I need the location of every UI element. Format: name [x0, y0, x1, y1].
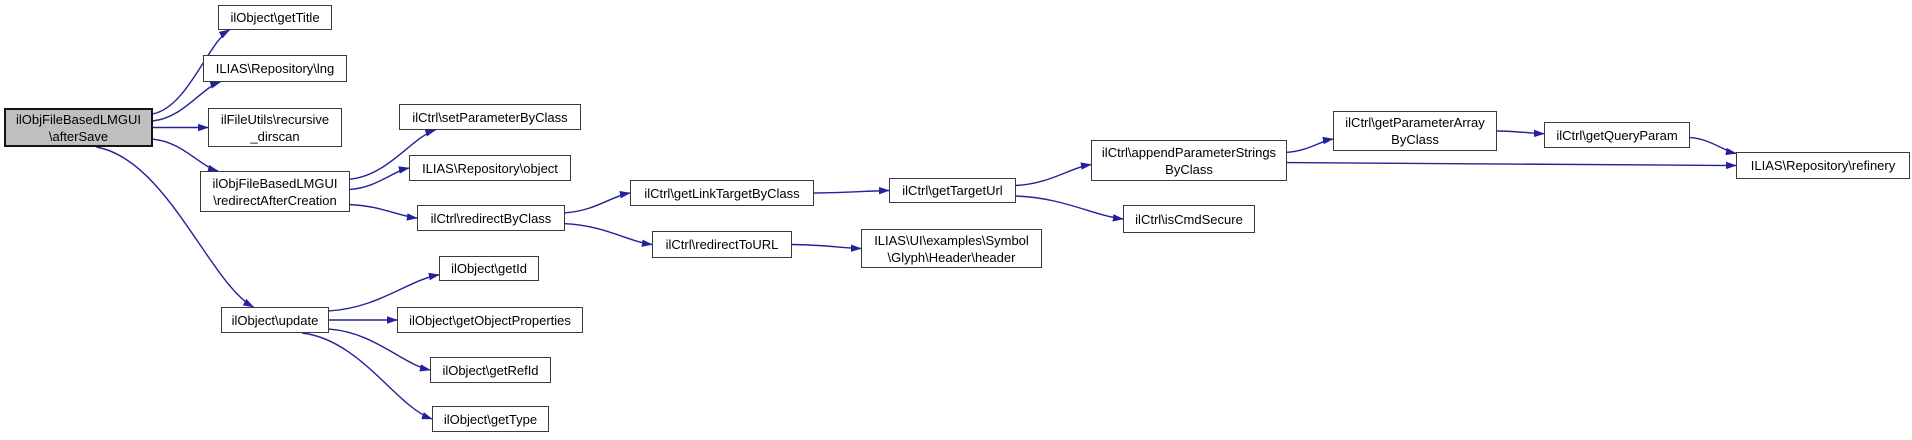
edge-getTargetUrl-appendParameterStringsByClass: [1015, 162, 1092, 187]
edge-afterSave-redirectAfterCreation: [152, 138, 219, 173]
graph-node-headerExample[interactable]: ILIAS\UI\examples\Symbol\Glyph\Header\he…: [861, 229, 1042, 268]
graph-node-label: ilCtrl\getParameterArray: [1345, 115, 1485, 130]
graph-node-label: ilObjFileBasedLMGUI: [16, 111, 141, 127]
edge-update-getType: [301, 332, 433, 420]
graph-node-label: ilCtrl\getLinkTargetByClass: [644, 185, 800, 201]
edge-redirectAfterCreation-repositoryObject: [349, 166, 410, 191]
graph-node-label: \afterSave: [48, 128, 109, 144]
edge-getLinkTargetByClass-getTargetUrl: [813, 186, 890, 195]
graph-node-label: \Glyph\Header\header: [887, 249, 1016, 265]
graph-node-label: ilCtrl\redirectToURL: [665, 237, 779, 252]
graph-node-isCmdSecure[interactable]: ilCtrl\isCmdSecure: [1123, 205, 1255, 233]
graph-node-label: ILIAS\Repository\lng: [215, 61, 335, 76]
graph-node-update[interactable]: ilObject\update: [221, 307, 329, 333]
graph-node-label: _dirscan: [250, 128, 300, 144]
edge-redirectByClass-getLinkTargetByClass: [564, 190, 631, 214]
graph-node-redirectToURL[interactable]: ilCtrl\redirectToURL: [652, 231, 792, 258]
edge-afterSave-lng: [152, 81, 222, 122]
graph-node-repositoryObject[interactable]: ILIAS\Repository\object: [409, 155, 571, 181]
graph-node-label: ilObjFileBasedLMGUI: [212, 175, 338, 191]
edge-afterSave-getTitle: [152, 29, 231, 115]
graph-node-label: ilObject\getObjectProperties: [409, 312, 571, 328]
graph-node-label: ilObject\getTitle: [230, 10, 320, 25]
graph-node-setParameterByClass[interactable]: ilCtrl\setParameterByClass: [399, 104, 581, 130]
graph-node-getType[interactable]: ilObject\getType: [432, 406, 549, 432]
graph-node-label: ByClass: [1391, 132, 1439, 147]
graph-node-redirectAfterCreation[interactable]: ilObjFileBasedLMGUI\redirectAfterCreatio…: [200, 171, 350, 212]
graph-node-label: ilObject\getRefId: [442, 362, 539, 378]
graph-node-label: ILIAS\Repository\refinery: [1750, 158, 1896, 173]
edge-appendParameterStringsByClass-getParameterArrayByClass: [1286, 136, 1334, 153]
graph-node-label: ILIAS\Repository\object: [422, 160, 558, 176]
graph-node-label: ilCtrl\getQueryParam: [1556, 127, 1678, 143]
graph-node-label: ILIAS\UI\examples\Symbol: [874, 232, 1029, 248]
edge-redirectToURL-headerExample: [791, 243, 862, 252]
edge-update-getRefId: [328, 328, 431, 372]
graph-node-getTitle[interactable]: ilObject\getTitle: [218, 5, 332, 30]
graph-node-label: ilCtrl\setParameterByClass: [412, 109, 568, 125]
edge-redirectAfterCreation-setParameterByClass: [349, 129, 437, 180]
graph-node-label: ilObject\getType: [443, 411, 538, 427]
graph-node-afterSave: ilObjFileBasedLMGUI\afterSave: [4, 108, 153, 147]
graph-node-getRefId[interactable]: ilObject\getRefId: [430, 357, 551, 383]
graph-node-getTargetUrl[interactable]: ilCtrl\getTargetUrl: [889, 178, 1016, 203]
graph-node-label: ilCtrl\redirectByClass: [430, 210, 552, 226]
graph-node-label: \redirectAfterCreation: [213, 192, 337, 208]
graph-node-label: ilFileUtils\recursive: [220, 111, 330, 127]
graph-node-recursiveDirscan[interactable]: ilFileUtils\recursive_dirscan: [208, 108, 342, 147]
graph-node-getId[interactable]: ilObject\getId: [439, 256, 539, 281]
graph-node-getObjectProperties[interactable]: ilObject\getObjectProperties: [397, 307, 583, 333]
graph-node-label: ilCtrl\appendParameterStrings: [1101, 144, 1277, 160]
graph-node-redirectByClass[interactable]: ilCtrl\redirectByClass: [417, 205, 565, 231]
edge-getParameterArrayByClass-getQueryParam: [1496, 129, 1545, 138]
graph-node-label: ByClass: [1165, 161, 1213, 177]
graph-node-getQueryParam[interactable]: ilCtrl\getQueryParam: [1544, 122, 1690, 148]
edge-update-getId: [328, 272, 440, 312]
graph-node-label: ilObject\update: [231, 312, 319, 328]
edge-redirectAfterCreation-redirectByClass: [349, 203, 418, 221]
edge-afterSave-update: [96, 146, 255, 308]
edge-getQueryParam-refinery: [1689, 136, 1737, 156]
graph-node-label: ilCtrl\isCmdSecure: [1135, 211, 1243, 227]
graph-node-label: ilCtrl\getTargetUrl: [902, 183, 1003, 198]
graph-node-lng[interactable]: ILIAS\Repository\lng: [203, 55, 347, 82]
graph-node-refinery[interactable]: ILIAS\Repository\refinery: [1736, 152, 1910, 179]
graph-node-getLinkTargetByClass[interactable]: ilCtrl\getLinkTargetByClass: [630, 180, 814, 206]
edge-redirectByClass-redirectToURL: [564, 223, 653, 247]
graph-node-label: ilObject\getId: [451, 261, 527, 276]
edge-appendParameterStringsByClass-refinery: [1286, 161, 1737, 170]
edge-getTargetUrl-isCmdSecure: [1015, 195, 1124, 222]
